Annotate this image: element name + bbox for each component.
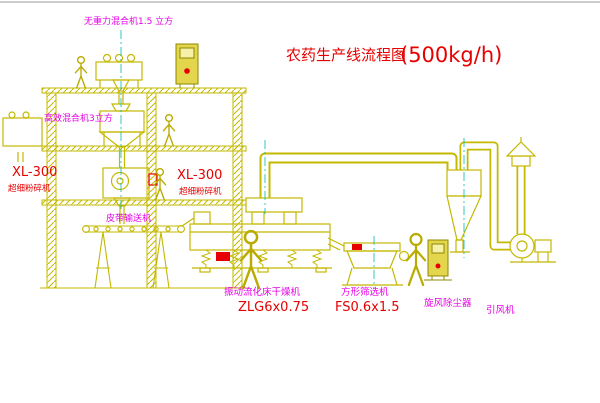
drop-pipe: [118, 147, 126, 168]
rain-cap: [505, 141, 537, 157]
high-efficiency-mixer: [98, 103, 146, 168]
label-fluid-bed-dryer-model: ZLG6x0.75: [238, 300, 309, 315]
worker-figure: [162, 113, 176, 147]
floor-lower: [41, 199, 247, 206]
floor-middle: [41, 145, 247, 152]
label-left-mill-model: XL-300: [12, 165, 57, 180]
mill-outlet: [112, 197, 132, 207]
cap-collar: [511, 155, 531, 167]
stack-and-fan: [505, 137, 556, 263]
dust-outlet: [455, 239, 464, 253]
feed-chute: [181, 217, 195, 227]
end-pulley: [177, 225, 185, 233]
discharge-cone: [98, 131, 146, 148]
label-premix-mixer: 无重力混合机1.5 立方: [84, 15, 173, 27]
rollers: [93, 226, 171, 232]
fan-legs: [521, 252, 549, 262]
label-high-efficiency-mixer: 高效混合机3立方: [44, 112, 113, 124]
label-square-sieve: 方形筛选机: [341, 286, 389, 298]
sieve-motor: [398, 250, 410, 262]
support-frame: [94, 231, 112, 289]
belt-conveyor: [82, 225, 185, 289]
outlet-pipe: [17, 152, 24, 162]
feed-inlet: [193, 211, 211, 225]
mill-motor: [148, 173, 158, 186]
cabinet-screen: [179, 47, 195, 59]
label-mid-mill-model: XL-300: [177, 168, 222, 183]
exhaust-stub: [283, 211, 297, 225]
cyclone-outlet-duct: [459, 141, 512, 251]
sieve-legs: [346, 267, 398, 286]
exhaust-stub: [251, 211, 265, 225]
diagram-title-capacity: (500kg/h): [400, 43, 502, 67]
end-pulley: [82, 225, 90, 233]
fan-housing: [509, 233, 535, 259]
fan-impeller: [516, 240, 528, 252]
fan-motor: [534, 239, 552, 253]
label-fluid-bed-dryer: 振动流化床干燥机: [224, 286, 301, 298]
induced-draft-fan: [509, 233, 556, 263]
control-cabinet-2: [424, 239, 452, 281]
exhaust-stack: [505, 137, 537, 234]
control-cabinet-1: [175, 43, 199, 88]
premix-mixer: [95, 53, 143, 104]
label-induced-draft-fan: 引风机: [486, 304, 515, 316]
red-button: [435, 263, 441, 269]
red-button: [184, 68, 190, 74]
cabinet-legs: [431, 276, 445, 280]
label-mid-mill-name: 超细粉碎机: [179, 186, 222, 197]
fluid-bed-dryer: [181, 197, 345, 273]
centerlines: [120, 30, 465, 288]
left-mill: [2, 111, 43, 162]
mill-rotor: [110, 171, 130, 191]
column-center: [146, 92, 157, 289]
mixer-legs: [103, 132, 141, 146]
mid-mill: [102, 167, 158, 224]
vibration-motor: [216, 252, 230, 261]
label-left-mill-name: 超细粉碎机: [8, 183, 51, 194]
diagram-title: 农药生产线流程图: [286, 46, 406, 64]
mixer-legs: [99, 80, 139, 88]
dryer-body: [189, 223, 331, 251]
label-square-sieve-model: FS0.6x1.5: [335, 300, 400, 315]
support-frame: [152, 231, 170, 289]
worker-figure: [405, 232, 427, 287]
worker-figure: [239, 229, 263, 290]
drop-pipe: [118, 91, 124, 104]
diagram-labels: 农药生产线流程图 (500kg/h) 无重力混合机1.5 立方 高效混合机3立方…: [8, 15, 515, 316]
discharge-chute: [327, 237, 345, 251]
worker-figure: [74, 55, 88, 89]
sieve-body: [346, 250, 398, 269]
cabinet-screen: [431, 243, 445, 254]
cabinet-legs: [179, 84, 195, 88]
exhaust-collector: [245, 197, 303, 213]
floor-top: [41, 87, 247, 94]
label-belt-conveyor: 皮带输送机: [106, 212, 151, 224]
drop-pipe: [119, 206, 125, 224]
vibration-springs: [200, 249, 323, 268]
square-sieve: [342, 242, 410, 286]
red-marker: [352, 244, 362, 250]
label-cyclone: 旋风除尘器: [424, 297, 472, 309]
